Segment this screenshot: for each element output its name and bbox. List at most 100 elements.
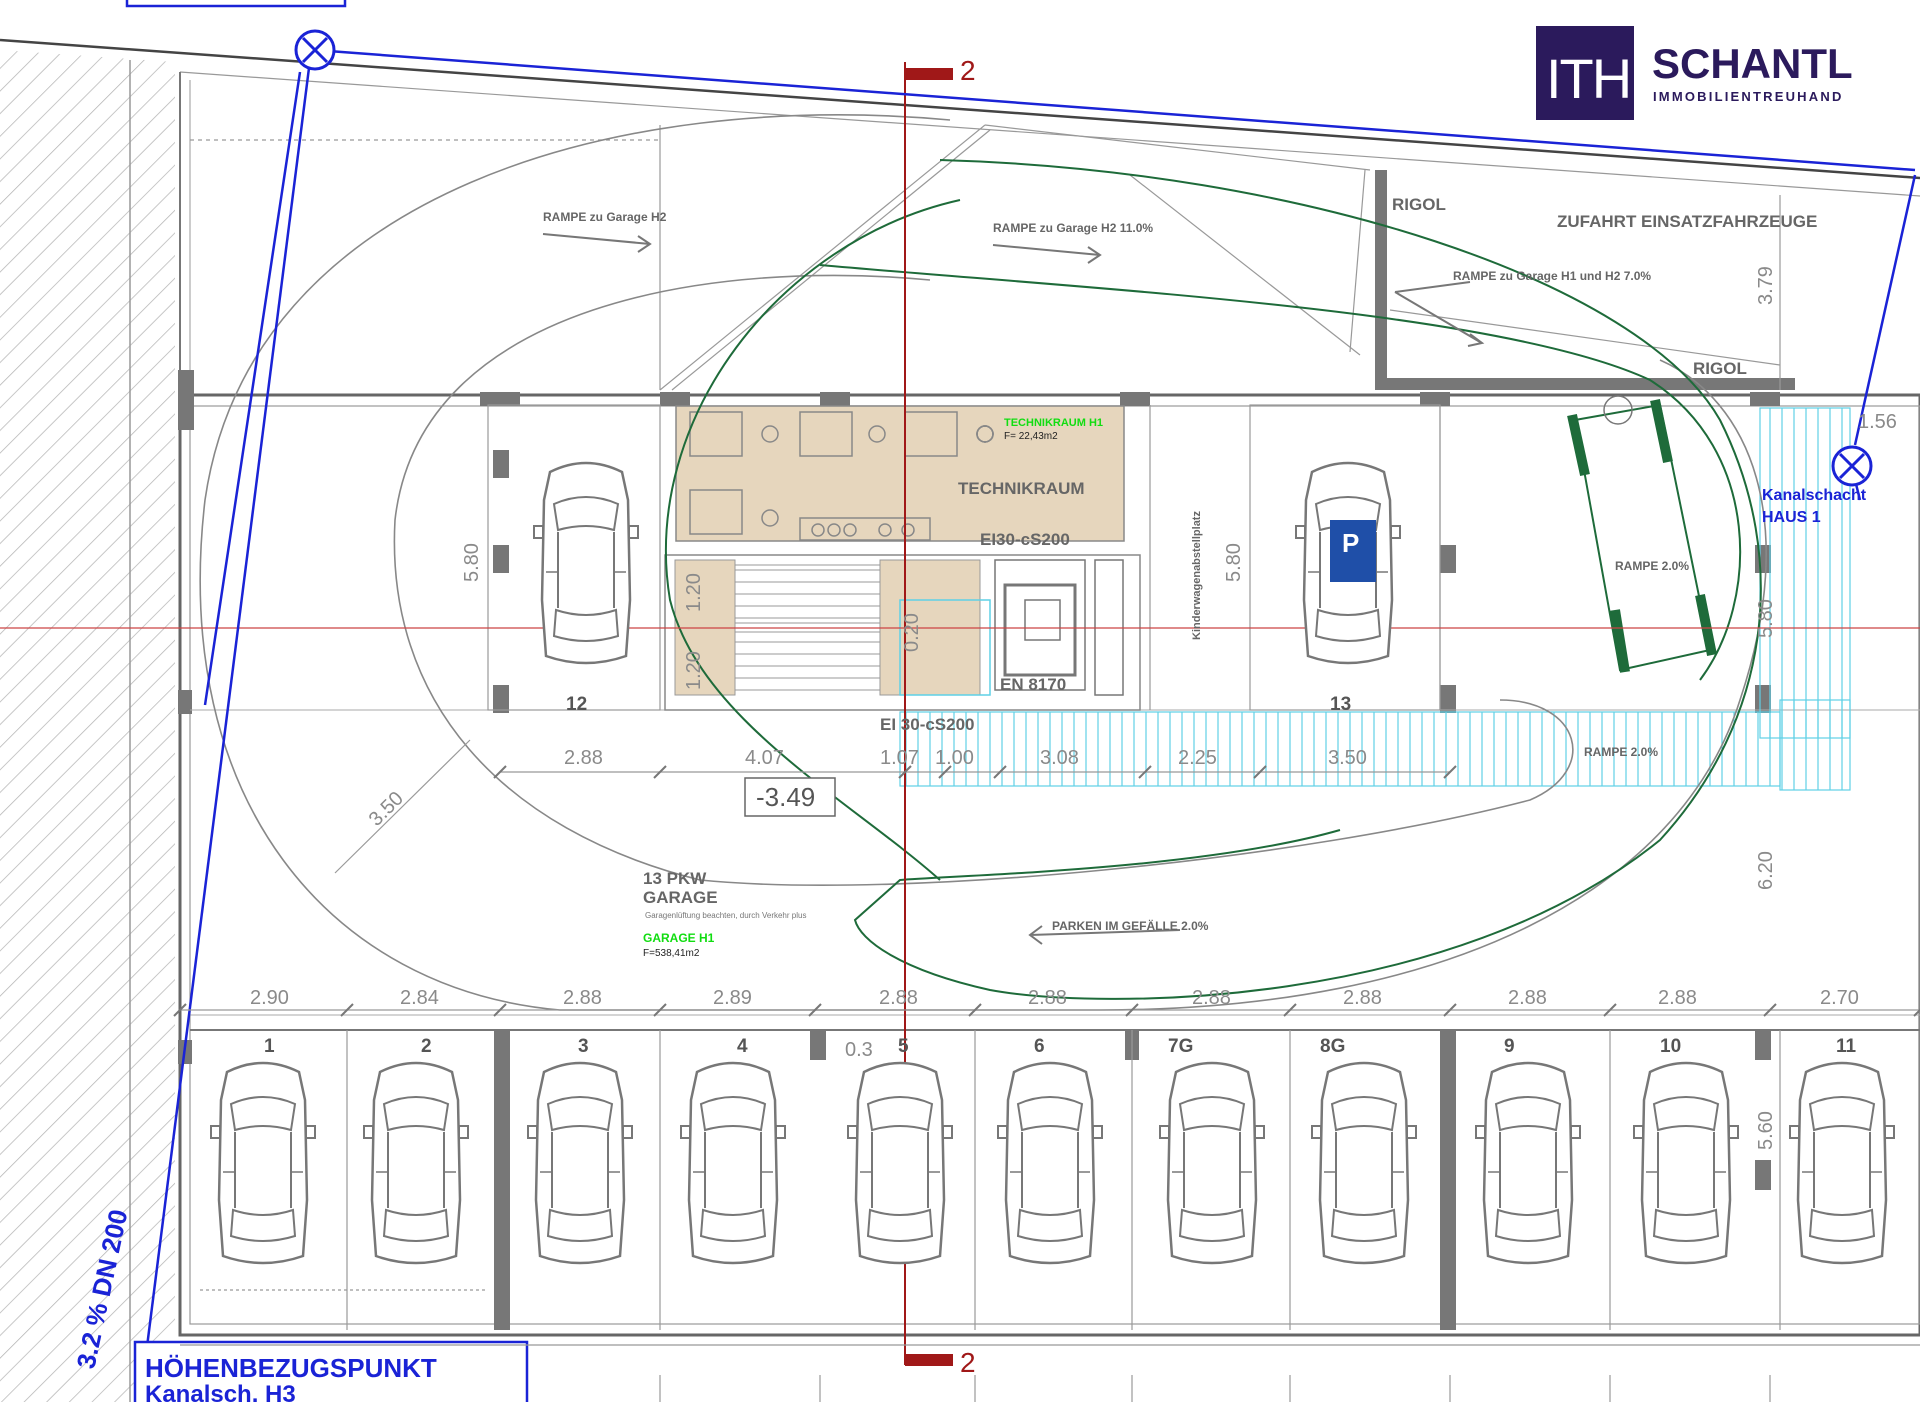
svg-text:6.20: 6.20 <box>1755 851 1777 890</box>
walkway-hatch <box>899 711 1781 787</box>
dimension-tick <box>1125 1003 1139 1017</box>
garage-title-2: GARAGE <box>643 888 718 907</box>
stair-flight-lower <box>734 631 881 691</box>
garage-sub: Garagenlüftung beachten, durch Verkehr p… <box>645 911 806 920</box>
rampe-small-2: RAMPE 2.0% <box>1584 745 1658 759</box>
dim-lower-1: 2.90 <box>250 987 289 1009</box>
accessible-parking-sign: P <box>1330 520 1376 582</box>
ramp-arrows <box>542 233 1485 945</box>
svg-text:P: P <box>1342 528 1359 558</box>
dim-upper-5: 3.08 <box>1040 747 1079 769</box>
svg-text:1.56: 1.56 <box>1858 411 1897 433</box>
wall-piers <box>178 170 1795 1330</box>
dimension-tick <box>173 1003 187 1017</box>
dimension-tick <box>938 765 952 779</box>
dimensions-lower: 2.90 2.84 2.88 2.89 2.88 2.88 2.88 2.88 … <box>250 987 1859 1009</box>
dimension-tick <box>653 1003 667 1017</box>
garage-h1-area: F=538,41m2 <box>643 948 700 959</box>
dim-upper-4: 1.00 <box>935 747 974 769</box>
section-label-bottom: 2 <box>960 1347 976 1378</box>
stair-flight-upper <box>734 564 881 624</box>
bottom-grid <box>180 1344 1920 1402</box>
svg-text:5.80: 5.80 <box>1755 599 1777 638</box>
dimension-tick <box>968 1003 982 1017</box>
dimension-tick <box>493 1003 507 1017</box>
dim-lower-2: 2.84 <box>400 987 439 1009</box>
slot-13: 13 <box>1330 694 1351 715</box>
lobby-hatched <box>899 599 991 696</box>
dim-lower-6: 2.88 <box>1028 987 1067 1009</box>
ramp-zone <box>190 124 1781 391</box>
garage-outer-wall <box>178 393 1920 1337</box>
dim-upper-7: 3.50 <box>1328 747 1367 769</box>
dimension-tick <box>898 765 912 779</box>
dimension-tick <box>1603 1003 1617 1017</box>
slot-dividers <box>200 1030 1781 1330</box>
dimensions-upper: 2.88 4.07 1.07 1.00 3.08 2.25 3.50 <box>564 747 1367 769</box>
kanalschacht-haus-label: HAUS 1 <box>1762 509 1821 526</box>
rigol-bottom-label: RIGOL <box>1693 359 1747 378</box>
manhole-icon <box>294 29 336 71</box>
dim-lower-8: 2.88 <box>1343 987 1382 1009</box>
section-marker-bottom <box>905 1354 953 1366</box>
level-box <box>744 777 836 817</box>
section-marker-top <box>905 68 953 80</box>
dimension-ticks-upper <box>493 765 1457 779</box>
logo-subtitle: IMMOBILIENTREUHAND <box>1653 89 1844 104</box>
dimension-tick <box>653 765 667 779</box>
svg-text:10: 10 <box>1660 1036 1681 1057</box>
schantl-logo: ITH SCHANTL IMMOBILIENTREUHAND <box>1536 26 1853 120</box>
svg-text:1: 1 <box>264 1036 275 1057</box>
dim-lower-7: 2.88 <box>1192 987 1231 1009</box>
dim-upper-1: 2.88 <box>564 747 603 769</box>
svg-text:1.20: 1.20 <box>683 573 705 612</box>
stair-core <box>664 554 1141 711</box>
svg-text:0.20: 0.20 <box>901 613 923 652</box>
technikraum-h1-area: F= 22,43m2 <box>1004 431 1058 442</box>
slot-12: 12 <box>566 694 587 715</box>
technikraum-label: TECHNIKRAUM <box>958 479 1085 498</box>
zufahrt-label: ZUFAHRT EINSATZFAHRZEUGE <box>1557 212 1817 231</box>
svg-text:1.20: 1.20 <box>683 651 705 690</box>
garage-h1-title: GARAGE H1 <box>643 931 715 945</box>
dimension-tick <box>1283 1003 1297 1017</box>
svg-text:9: 9 <box>1504 1036 1515 1057</box>
logo-mark: ITH <box>1546 47 1630 110</box>
fire-rating-bottom: EI 30-cS200 <box>880 715 975 734</box>
technikraum-h1-title: TECHNIKRAUM H1 <box>1004 417 1103 429</box>
svg-text:0.3: 0.3 <box>845 1039 873 1061</box>
dimension-tick <box>1443 1003 1457 1017</box>
hoehenbezug-box <box>133 1340 529 1402</box>
rampe-small-1: RAMPE 2.0% <box>1615 559 1689 573</box>
dim-upper-2: 4.07 <box>745 747 784 769</box>
hoehenbezug-line1: HÖHENBEZUGSPUNKT <box>145 1353 437 1383</box>
svg-text:6: 6 <box>1034 1036 1045 1057</box>
logo-mark-box <box>1536 26 1634 120</box>
dim-upper-6: 2.25 <box>1178 747 1217 769</box>
manhole-haus1-icon <box>1831 445 1873 487</box>
logo-name: SCHANTL <box>1652 40 1853 87</box>
svg-text:7G: 7G <box>1168 1036 1193 1057</box>
lower-slot-numbers: 1 2 3 4 5 6 7G 8G 9 10 11 <box>264 1036 1857 1057</box>
dimension-tick <box>808 1003 822 1017</box>
section-label-top: 2 <box>960 55 976 86</box>
dimension-tick <box>1253 765 1267 779</box>
dim-lower-3: 2.88 <box>563 987 602 1009</box>
garage-title-1: 13 PKW <box>643 869 707 888</box>
neighbor-hatch <box>0 50 175 1402</box>
top-left-box <box>125 0 347 8</box>
en8170-label: EN 8170 <box>1000 675 1066 694</box>
svg-text:5: 5 <box>898 1036 909 1057</box>
dimension-tick <box>1443 765 1457 779</box>
walkway-hatch-right-2 <box>1779 699 1851 791</box>
dim-lower-11: 2.70 <box>1820 987 1859 1009</box>
parken-label: PARKEN IM GEFÄLLE 2.0% <box>1052 918 1209 933</box>
svg-text:4: 4 <box>737 1036 748 1057</box>
technikraum-equipment <box>689 411 994 541</box>
svg-text:3: 3 <box>578 1036 589 1057</box>
dimension-tick <box>340 1003 354 1017</box>
dimension-lines <box>180 739 1920 1011</box>
svg-text:11: 11 <box>1836 1036 1857 1057</box>
level-value: -3.49 <box>756 782 815 812</box>
